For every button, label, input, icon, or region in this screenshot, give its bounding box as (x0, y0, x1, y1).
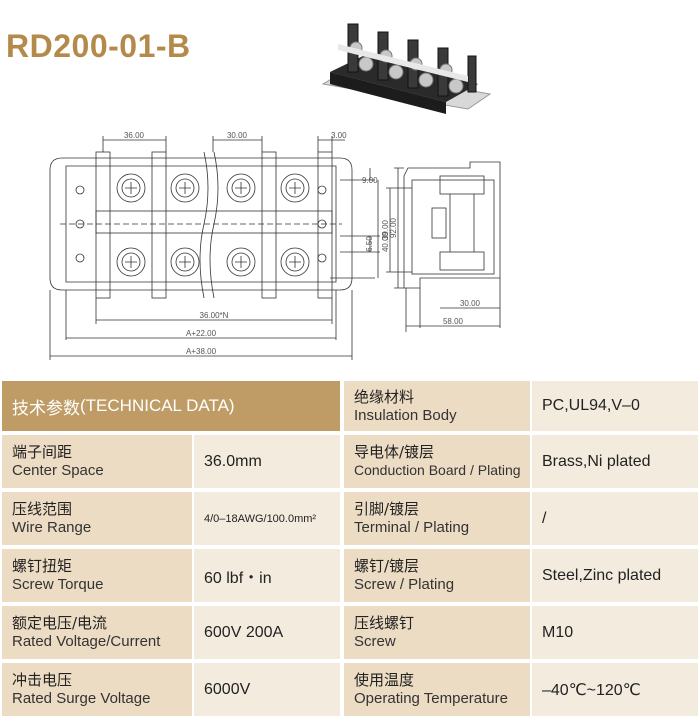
spec-value: PC,UL94,V–0 (532, 381, 698, 431)
spec-value: 4/0–18AWG/100.0mm² (194, 492, 340, 545)
dim-a38: A+38.00 (186, 347, 217, 356)
spec-value: 600V 200A (194, 606, 340, 659)
dim-side-40: 40.00 (381, 231, 390, 252)
dim-s58: 58.00 (443, 317, 464, 326)
dim-36n: 36.00*N (200, 311, 229, 320)
spec-value: Steel,Zinc plated (532, 549, 698, 602)
table-header: 技术参数(TECHNICAL DATA) (2, 381, 340, 431)
spec-value: 60 lbf・in (194, 549, 340, 602)
product-title: RD200-01-B (6, 28, 191, 64)
spec-value: / (532, 492, 698, 545)
spec-value: Brass,Ni plated (532, 435, 698, 488)
dim-side-9: 9.00 (362, 176, 378, 185)
dim-small: 3.00 (331, 131, 347, 140)
technical-drawing: 36.00 30.00 3.00 9.00 40.00 6.50 92.00 3… (49, 131, 501, 360)
dim-h-92: 92.00 (389, 217, 398, 238)
dim-pitch: 36.00 (124, 131, 145, 140)
spec-value: 6000V (194, 663, 340, 716)
dim-h-39: 39.00 (381, 219, 390, 240)
dim-side-650: 6.50 (365, 236, 374, 252)
spec-value: M10 (532, 606, 698, 659)
product-photo (321, 23, 492, 114)
spec-value: –40℃~120℃ (532, 663, 698, 716)
dim-s30: 30.00 (460, 299, 481, 308)
dim-pitch2: 30.00 (227, 131, 248, 140)
dim-a22: A+22.00 (186, 329, 217, 338)
spec-value: 36.0mm (194, 435, 340, 488)
